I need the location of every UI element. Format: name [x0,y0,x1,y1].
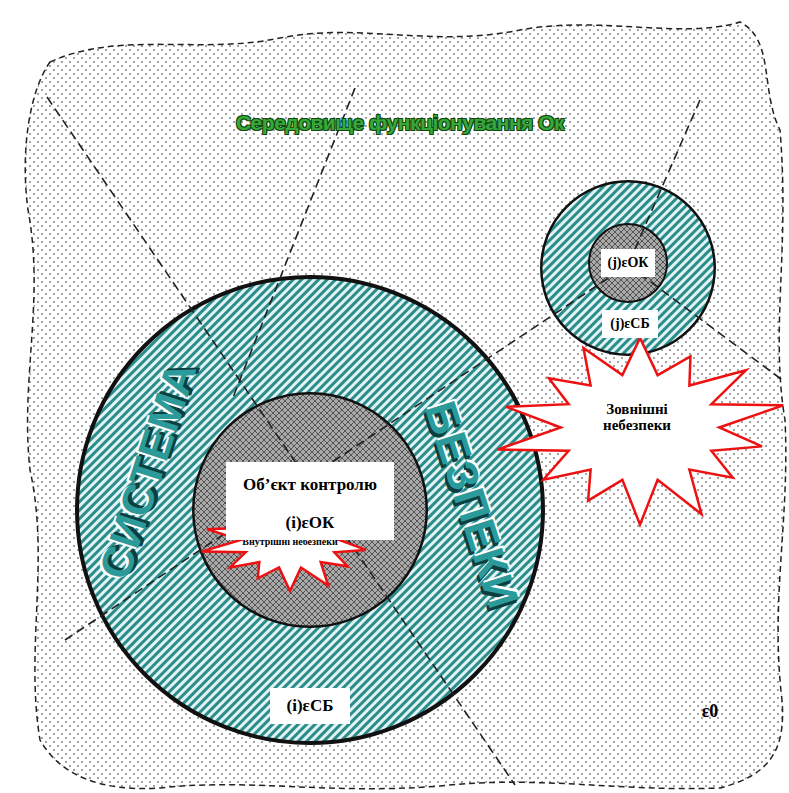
epsilon-label: ε0 [686,696,734,728]
environment-title: Середовище функціонування Ок [225,106,575,140]
security-ring: СИСТЕМАБЕЗПЕКИ(i)εСБОб’єкт контролю(i)εО… [75,275,545,745]
hazard-label: Зовнішні небезпеки [578,392,696,442]
control-object-circle-circle [589,224,667,302]
control-object-circle: (j)εОК [588,223,668,303]
starburst-outline [497,338,783,525]
starburst-outline [201,493,379,591]
control-object-circle: Об’єкт контролю(i)εОК [192,392,428,628]
security-ring-circle [541,181,715,355]
security-ring-circle [77,277,543,743]
epsilon-label: (j)εОК [601,249,655,277]
security-ring: (j)εСБ (j)εОК [540,180,716,356]
hazard-starburst: Зовнішні небезпеки [505,335,775,520]
object-title: Об’єкт контролю [226,462,394,508]
epsilon-label: (i)εСБ [270,688,350,724]
epsilon-label: (j)εСБ [602,310,658,338]
epsilon-label: (i)εОК [226,506,394,540]
control-object-circle-circle [193,393,427,627]
environment-outline [25,22,786,789]
